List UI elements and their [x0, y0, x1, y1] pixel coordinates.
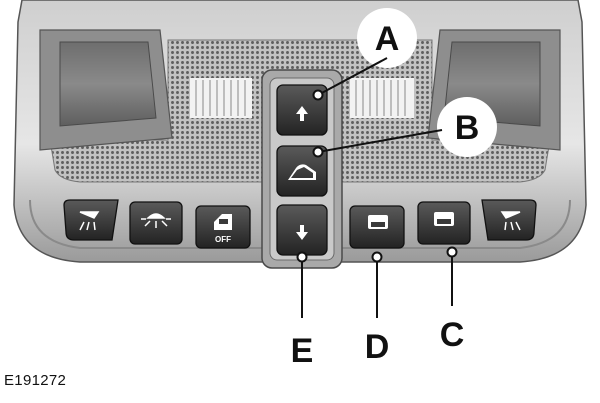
front-reading-light-right-button[interactable] [481, 199, 537, 241]
reading-light-icon [79, 211, 100, 231]
sunblind-icon [368, 215, 388, 229]
callout-letter-b: B [455, 109, 480, 147]
callout-a: A [312, 8, 417, 101]
callout-c: C [440, 246, 465, 354]
callout-letter-c: C [440, 316, 465, 354]
lights-off-button[interactable]: OFF [195, 205, 251, 249]
sunblind-icon [434, 212, 454, 226]
reading-light-icon [500, 211, 521, 231]
callout-d: D [365, 251, 390, 366]
sunroof-close-button[interactable] [276, 204, 328, 256]
off-label: OFF [215, 235, 231, 244]
arrow-down-icon [296, 225, 308, 240]
callout-b: B [312, 97, 497, 158]
callout-letter-d: D [365, 328, 390, 366]
front-reading-light-left-button[interactable] [63, 199, 119, 241]
left-light-grille [190, 78, 252, 118]
callout-e: E [291, 251, 314, 370]
blind-control-right-button[interactable] [417, 201, 471, 245]
sunroof-vent-button[interactable] [276, 145, 328, 197]
arrow-up-icon [296, 106, 308, 121]
door-light-off-icon [214, 214, 232, 230]
blind-control-left-button[interactable] [349, 205, 405, 249]
courtesy-light-button[interactable] [129, 201, 183, 245]
callout-letter-a: A [375, 20, 400, 58]
right-light-grille [350, 78, 414, 118]
sunroof-tilt-icon [288, 164, 316, 180]
figure-code: E191272 [4, 372, 67, 389]
callout-letter-e: E [291, 332, 314, 370]
left-map-lamp [39, 29, 173, 151]
dome-light-icon [141, 213, 171, 228]
